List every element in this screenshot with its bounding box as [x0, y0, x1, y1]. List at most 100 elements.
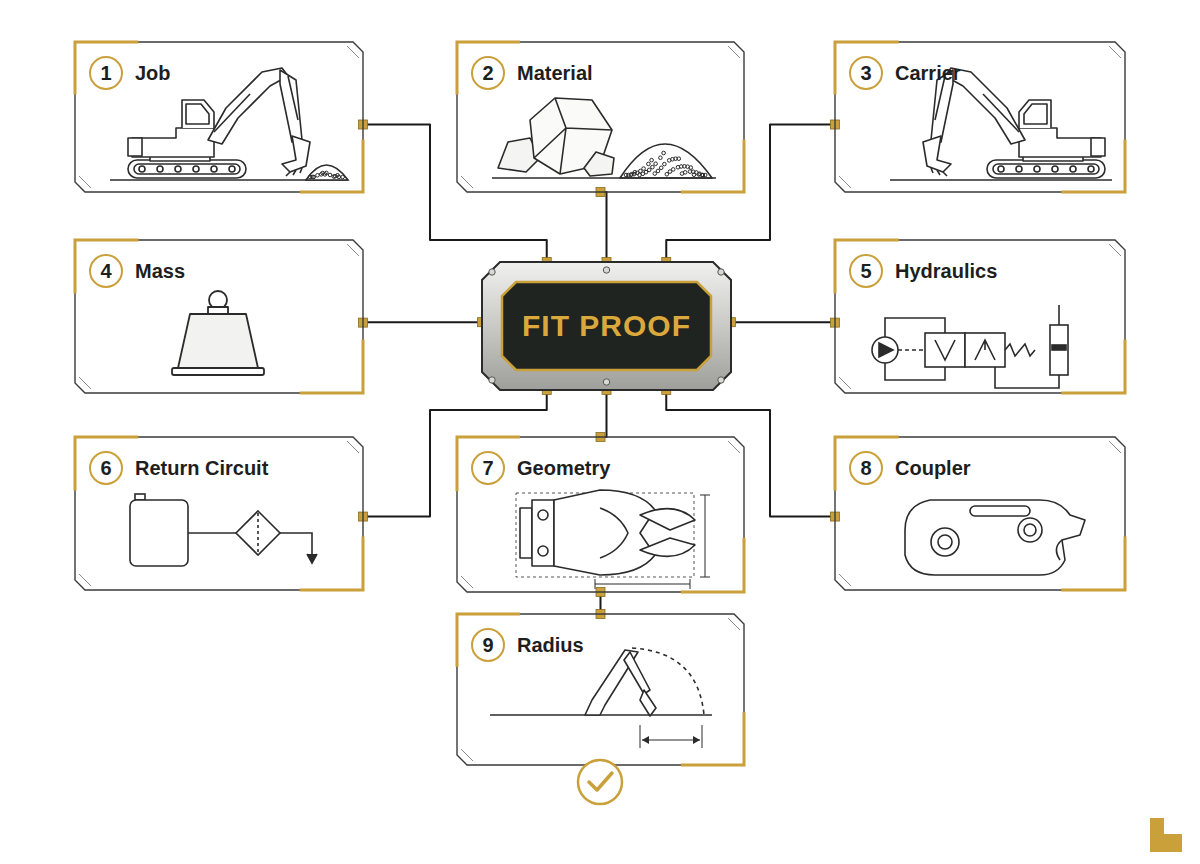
card-outline	[681, 140, 744, 193]
callout-number: 6	[89, 451, 123, 485]
geometry-drawing	[640, 538, 695, 556]
hydraulic-schematic	[879, 343, 893, 357]
return-circuit-schematic	[257, 513, 259, 553]
connector-line	[363, 321, 482, 323]
coupler-drawing	[905, 500, 1085, 575]
card-outline	[457, 437, 744, 592]
hydraulic-schematic	[898, 349, 925, 351]
gravel-texture	[651, 165, 655, 169]
gravel-texture	[665, 172, 669, 176]
card-outline	[839, 176, 851, 188]
callout-number: 3	[849, 56, 883, 90]
return-circuit-schematic	[135, 494, 145, 500]
card-outline	[728, 441, 740, 453]
hub-plate: FIT PROOF	[482, 262, 731, 390]
card-outline	[839, 574, 851, 586]
card-outline	[75, 42, 138, 95]
card-title: Mass	[135, 260, 185, 283]
gravel-texture	[328, 173, 332, 177]
radius-drawing	[640, 690, 656, 716]
card-outline	[300, 536, 363, 590]
geometry-drawing	[538, 546, 548, 556]
card-outline	[79, 574, 91, 586]
gravel-texture	[697, 173, 701, 177]
card-outline	[835, 437, 899, 491]
card-outline	[1061, 140, 1125, 193]
coupler-drawing	[931, 528, 959, 556]
gravel-texture	[319, 173, 323, 177]
callout-number: 4	[89, 254, 123, 288]
card-header: 7Geometry	[471, 451, 610, 485]
category-card: 5Hydraulics	[835, 240, 1125, 393]
connector-line	[363, 125, 547, 263]
geometry-drawing	[554, 490, 655, 575]
return-circuit-schematic	[188, 532, 236, 534]
gravel-texture	[698, 172, 702, 176]
hub-outline	[489, 377, 495, 383]
gravel-texture	[638, 173, 642, 177]
category-card: 8Coupler	[835, 437, 1125, 590]
card-outline	[457, 42, 744, 192]
card-header: 8Coupler	[849, 451, 971, 485]
hub-title: FIT PROOF	[522, 309, 691, 343]
hydraulic-schematic	[1050, 325, 1068, 375]
card-outline	[1061, 339, 1125, 393]
card-outline	[457, 437, 520, 491]
category-card: 3Carrier	[835, 42, 1125, 192]
card-title: Job	[135, 62, 171, 85]
connector-line	[731, 321, 835, 323]
gravel-texture	[653, 172, 657, 176]
card-outline	[728, 46, 740, 58]
gravel-texture	[323, 173, 327, 177]
coupler-drawing	[970, 506, 1030, 516]
card-header: 2Material	[471, 56, 593, 90]
category-card: 2Material	[457, 42, 744, 192]
return-circuit-schematic	[236, 511, 280, 555]
category-card: 9Radius	[457, 614, 744, 765]
hydraulic-schematic	[1005, 344, 1035, 356]
card-outline	[347, 46, 359, 58]
return-circuit-schematic	[130, 500, 188, 566]
card-outline	[347, 441, 359, 453]
gravel-texture	[680, 172, 684, 176]
card-outline	[461, 176, 473, 188]
radius-drawing	[490, 648, 712, 748]
geometry-drawing	[595, 579, 690, 589]
card-outline	[75, 437, 363, 590]
check-badge	[589, 773, 612, 790]
gravel-texture	[341, 175, 345, 179]
gravel-texture	[668, 170, 672, 174]
callout-number: 9	[471, 628, 505, 662]
category-card: 6 Return Circuit	[75, 437, 363, 590]
geometry-drawing	[532, 500, 554, 566]
mass-weight-drawing	[178, 314, 258, 368]
card-outline	[457, 614, 744, 765]
card-title: Return Circuit	[135, 457, 268, 480]
hydraulic-schematic	[925, 333, 965, 367]
connector-line	[601, 192, 607, 262]
card-outline	[75, 240, 363, 393]
gravel-texture	[316, 173, 320, 177]
card-outline	[461, 749, 473, 761]
card-outline	[681, 538, 744, 592]
card-outline	[79, 377, 91, 389]
card-outline	[461, 576, 473, 588]
brand-logo	[1150, 818, 1182, 852]
card-outline	[1109, 46, 1121, 58]
material-illustration	[492, 177, 716, 179]
gravel-texture	[647, 162, 651, 166]
job-illustration	[128, 68, 310, 178]
card-header: 6 Return Circuit	[89, 451, 268, 485]
hub-outline	[603, 267, 609, 273]
card-header: 3Carrier	[849, 56, 961, 90]
carrier-illustration	[890, 68, 1112, 180]
hydraulic-schematic	[872, 337, 898, 363]
gravel-texture	[336, 173, 340, 177]
gravel-texture	[667, 159, 671, 163]
coupler-drawing	[1024, 524, 1036, 536]
hub-outline	[482, 262, 731, 390]
gravel-texture	[650, 158, 654, 162]
callout-number: 1	[89, 56, 123, 90]
